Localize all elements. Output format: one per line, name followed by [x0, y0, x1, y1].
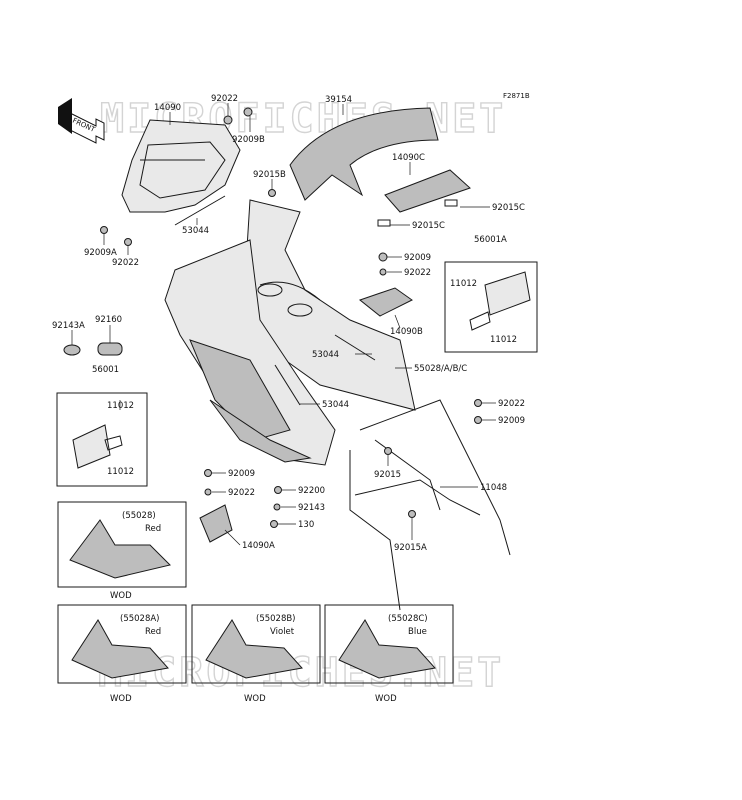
variant-55028: (55028) Red WOD — [57, 501, 187, 601]
variant-code: (55028) — [122, 511, 156, 521]
inner-cover-b-part — [358, 287, 413, 317]
label-92009-upper: 92009 — [404, 253, 431, 263]
variant-code: (55028C) — [388, 614, 428, 624]
trim-strip-top — [174, 195, 226, 226]
hardware-markers — [100, 107, 482, 528]
label-92009-right: 92009 — [498, 416, 525, 426]
leader-lines — [71, 103, 496, 546]
damper-part — [97, 342, 123, 356]
label-92022-upper: 92022 — [404, 268, 431, 278]
variant-model: WOD — [375, 694, 397, 704]
variant-box — [57, 604, 187, 684]
label-92160: 92160 — [95, 315, 122, 325]
variant-color: Blue — [408, 627, 427, 637]
label-92022-top: 92022 — [211, 94, 238, 104]
label-92022-lower: 92022 — [228, 488, 255, 498]
trim-strip-middle — [334, 334, 376, 361]
label-55028abc: 55028/A/B/C — [414, 364, 467, 374]
label-53044-top: 53044 — [182, 226, 209, 236]
label-92015b: 92015B — [253, 170, 286, 180]
variant-model: WOD — [110, 694, 132, 704]
variant-box — [191, 604, 321, 684]
label-14090: 14090 — [154, 103, 181, 113]
label-56001: 56001 — [92, 365, 119, 375]
variant-55028b: (55028B) Violet WOD — [191, 604, 321, 704]
label-92009b: 92009B — [232, 135, 265, 145]
label-53044-lower: 53044 — [322, 400, 349, 410]
front-arrow-icon: FRONT — [58, 98, 105, 144]
windshield-part — [289, 107, 439, 201]
label-130: 130 — [298, 520, 314, 530]
meter-cover-part — [121, 119, 241, 213]
variant-color: Violet — [270, 627, 295, 637]
variant-model: WOD — [110, 591, 132, 601]
variant-code: (55028B) — [256, 614, 296, 624]
label-14090a: 14090A — [242, 541, 275, 551]
variant-color: Red — [145, 627, 161, 637]
label-92015c-right: 92015C — [492, 203, 525, 213]
label-92200: 92200 — [298, 486, 325, 496]
label-92022-left: 92022 — [112, 258, 139, 268]
label-92015c-left: 92015C — [412, 221, 445, 231]
mirror-right-part — [469, 271, 531, 331]
mirror-left-part — [72, 424, 123, 469]
label-11012-mirror-left-top: 11012 — [107, 401, 134, 411]
mirror-right-box — [444, 261, 538, 353]
label-92009-lower: 92009 — [228, 469, 255, 479]
label-14090b: 14090B — [390, 327, 423, 337]
side-fairing-part — [164, 239, 336, 466]
fairing-stay-part — [349, 399, 511, 611]
label-53044-middle: 53044 — [312, 350, 339, 360]
label-56001a: 56001A — [474, 235, 507, 245]
variant-code: (55028A) — [120, 614, 160, 624]
label-11012-mirror-right-bottom: 11012 — [490, 335, 517, 345]
label-11012-mirror-left-bottom: 11012 — [107, 467, 134, 477]
label-92009a: 92009A — [84, 248, 117, 258]
variant-box — [57, 501, 187, 588]
variant-55028a: (55028A) Red WOD — [57, 604, 187, 704]
label-14090c: 14090C — [392, 153, 425, 163]
inner-cover-c-part — [377, 169, 471, 227]
figure-code: F2871B — [503, 92, 530, 100]
label-92015: 92015 — [374, 470, 401, 480]
mirror-left-box — [56, 392, 148, 487]
label-92015a: 92015A — [394, 543, 427, 553]
collar-part — [63, 344, 81, 356]
trim-strip-lower — [274, 364, 301, 406]
label-39154: 39154 — [325, 95, 352, 105]
variant-model: WOD — [244, 694, 266, 704]
variant-55028c: (55028C) Blue WOD — [324, 604, 454, 704]
inner-cover-a-part — [199, 504, 233, 543]
label-11012-mirror-right-top: 11012 — [450, 279, 477, 289]
variant-color: Red — [145, 524, 161, 534]
variant-box — [324, 604, 454, 684]
label-11048: 11048 — [480, 483, 507, 493]
label-92022-right: 92022 — [498, 399, 525, 409]
label-92143: 92143 — [298, 503, 325, 513]
watermark-bottom: MICROFICHES.NET — [98, 650, 504, 696]
label-92143a: 92143A — [52, 321, 85, 331]
